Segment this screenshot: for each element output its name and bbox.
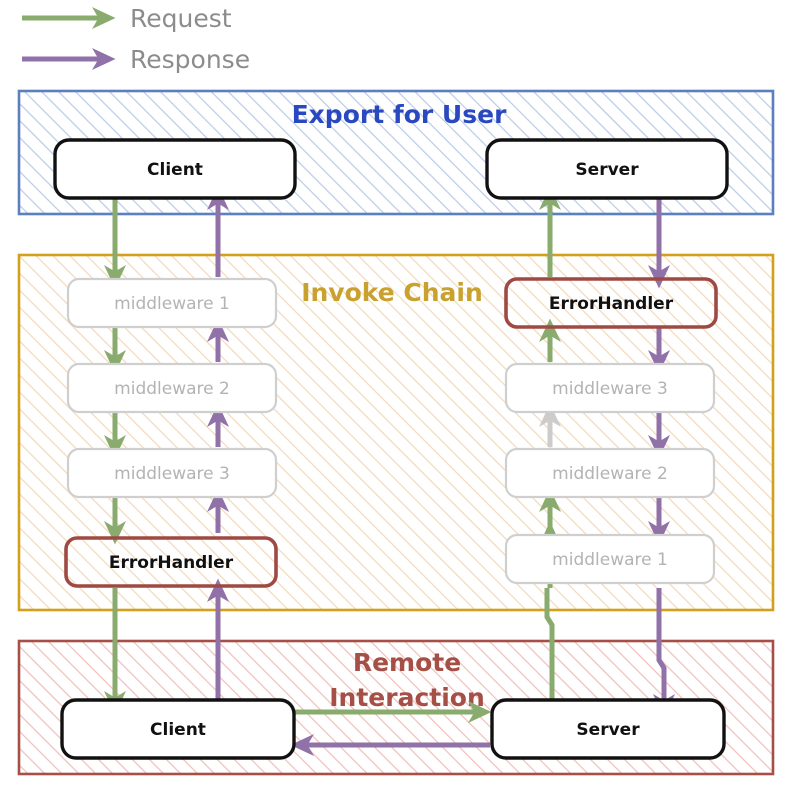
legend-label-response: Response: [130, 45, 250, 74]
node-remote-client[interactable]: Client: [60, 698, 296, 760]
node-left-middleware-2[interactable]: middleware 2: [66, 362, 278, 414]
left-mw2-box[interactable]: [66, 362, 278, 414]
left-mw1-label: middleware 1: [114, 294, 230, 314]
right-mw2-label: middleware 2: [552, 464, 668, 484]
right-mw1-box[interactable]: [504, 533, 716, 585]
legend-label-request: Request: [130, 4, 232, 33]
remote-band-title-line1: Remote: [353, 648, 461, 677]
export-server-label: Server: [575, 160, 639, 180]
invoke-band-title: Invoke Chain: [301, 278, 483, 307]
left-mw2-label: middleware 2: [114, 379, 230, 399]
export-client-label: Client: [147, 160, 203, 180]
legend-item-response: Response: [22, 45, 250, 74]
node-left-middleware-1[interactable]: middleware 1: [66, 277, 278, 329]
export-client-box[interactable]: [53, 138, 297, 200]
right-mw1-label: middleware 1: [552, 550, 668, 570]
node-left-middleware-3[interactable]: middleware 3: [66, 447, 278, 499]
legend: Request Response: [22, 4, 250, 74]
node-right-middleware-1[interactable]: middleware 1: [504, 533, 716, 585]
node-left-errorhandler[interactable]: ErrorHandler: [64, 536, 278, 588]
left-mw3-label: middleware 3: [114, 464, 230, 484]
remote-server-label: Server: [576, 720, 640, 740]
remote-client-label: Client: [150, 720, 206, 740]
arrow-response-mw1-to-remote-server-jog: [656, 588, 667, 698]
right-mw3-box[interactable]: [504, 362, 716, 414]
left-mw3-box[interactable]: [66, 447, 278, 499]
left-errorhandler-label: ErrorHandler: [109, 553, 234, 573]
remote-client-box[interactable]: [60, 698, 296, 760]
remote-band-title-line2: Interaction: [329, 683, 485, 712]
right-mw3-label: middleware 3: [552, 379, 668, 399]
right-mw2-box[interactable]: [504, 447, 716, 499]
legend-item-request: Request: [22, 4, 232, 33]
export-server-box[interactable]: [485, 138, 729, 200]
remote-server-box[interactable]: [490, 698, 726, 760]
left-errorhandler-box[interactable]: [64, 536, 278, 588]
export-band-title: Export for User: [292, 100, 507, 129]
node-remote-server[interactable]: Server: [490, 698, 726, 760]
node-right-errorhandler[interactable]: ErrorHandler: [504, 277, 718, 329]
node-right-middleware-3[interactable]: middleware 3: [504, 362, 716, 414]
left-mw1-box[interactable]: [66, 277, 278, 329]
node-export-server[interactable]: Server: [485, 138, 729, 200]
node-export-client[interactable]: Client: [53, 138, 297, 200]
right-errorhandler-label: ErrorHandler: [549, 294, 674, 314]
node-right-middleware-2[interactable]: middleware 2: [504, 447, 716, 499]
right-errorhandler-box[interactable]: [504, 277, 718, 329]
arrow-request-remote-server-to-mw1-jog: [544, 588, 555, 703]
